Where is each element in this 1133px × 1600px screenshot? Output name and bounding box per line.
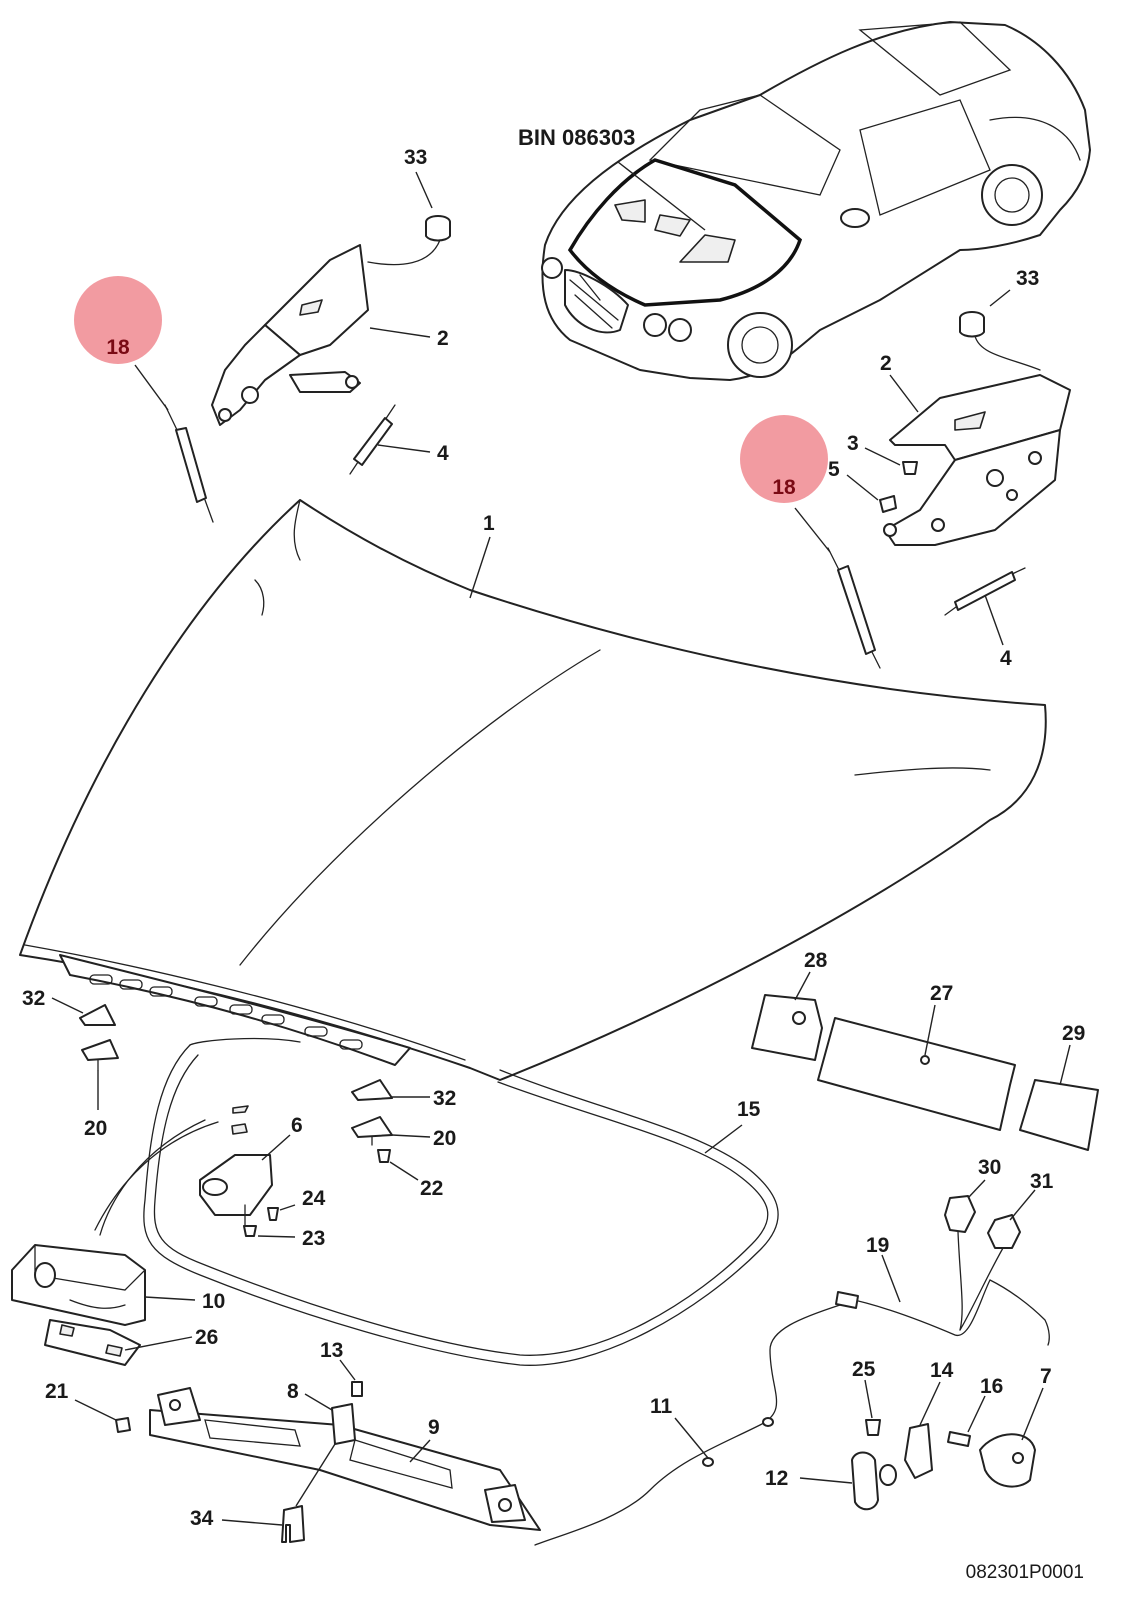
callout-15[interactable]: 15 — [737, 1098, 761, 1121]
bolt-5[interactable] — [846, 474, 897, 513]
bracket-32-right[interactable] — [351, 1079, 430, 1101]
callout-2-right[interactable]: 2 — [880, 352, 892, 375]
release-cable-11[interactable] — [534, 1304, 841, 1546]
handle-7[interactable] — [979, 1387, 1044, 1488]
callout-16[interactable]: 16 — [980, 1375, 1003, 1398]
bolt-16[interactable] — [947, 1395, 986, 1447]
callout-18-left[interactable]: 18 — [106, 336, 130, 359]
screw-23[interactable] — [243, 1225, 296, 1238]
callout-10[interactable]: 10 — [202, 1290, 225, 1313]
handle-12[interactable] — [799, 1451, 897, 1511]
gas-strut-18-left[interactable] — [134, 364, 214, 523]
hood-seal[interactable] — [143, 1037, 779, 1366]
hinge-left[interactable] — [211, 244, 431, 426]
callout-12[interactable]: 12 — [765, 1467, 788, 1490]
bumper-stop-left[interactable] — [367, 171, 451, 266]
callout-32-right[interactable]: 32 — [433, 1087, 456, 1110]
callout-1[interactable]: 1 — [483, 512, 495, 535]
callout-7[interactable]: 7 — [1040, 1365, 1052, 1388]
screw-22[interactable] — [377, 1149, 419, 1181]
gas-strut-left[interactable] — [349, 404, 431, 475]
latch-cover[interactable] — [11, 1244, 196, 1326]
screw-24[interactable] — [267, 1204, 296, 1221]
callout-29[interactable]: 29 — [1062, 1022, 1085, 1045]
callout-33-right[interactable]: 33 — [1016, 267, 1039, 290]
lock-carrier-9[interactable] — [149, 1387, 541, 1531]
gas-strut-right[interactable] — [944, 567, 1026, 646]
bracket-20-left[interactable] — [81, 1039, 119, 1110]
insulation-pad-27[interactable] — [817, 1004, 1016, 1131]
callout-6[interactable]: 6 — [291, 1114, 303, 1137]
callout-24[interactable]: 24 — [302, 1187, 326, 1210]
callout-9[interactable]: 9 — [428, 1416, 440, 1439]
callout-4-left[interactable]: 4 — [437, 442, 449, 465]
highlight-18-left[interactable] — [74, 276, 162, 364]
hood-panel[interactable] — [19, 499, 1047, 1081]
callout-5[interactable]: 5 — [828, 458, 840, 481]
screw-21[interactable] — [74, 1399, 131, 1433]
callout-2-left[interactable]: 2 — [437, 327, 449, 350]
callout-18-right[interactable]: 18 — [772, 476, 796, 499]
insulation-pad-28[interactable] — [751, 971, 823, 1061]
callout-34[interactable]: 34 — [190, 1507, 214, 1530]
callout-33-left[interactable]: 33 — [404, 146, 427, 169]
highlight-18-right[interactable] — [740, 415, 828, 503]
callout-31[interactable]: 31 — [1030, 1170, 1054, 1193]
callout-21[interactable]: 21 — [45, 1380, 69, 1403]
callout-3[interactable]: 3 — [847, 432, 859, 455]
callout-13[interactable]: 13 — [320, 1339, 343, 1362]
bracket-20-right[interactable] — [351, 1116, 431, 1146]
release-cable-19[interactable] — [835, 1254, 1050, 1346]
callout-27[interactable]: 27 — [930, 982, 953, 1005]
callout-30[interactable]: 30 — [978, 1156, 1001, 1179]
bracket-8[interactable] — [304, 1393, 356, 1445]
callout-23[interactable]: 23 — [302, 1227, 325, 1250]
hood-latch[interactable] — [199, 1105, 291, 1226]
callout-25[interactable]: 25 — [852, 1358, 876, 1381]
hinge-right[interactable] — [883, 374, 1071, 546]
screw-13[interactable] — [339, 1359, 363, 1397]
callout-19[interactable]: 19 — [866, 1234, 889, 1257]
callout-22[interactable]: 22 — [420, 1177, 443, 1200]
car-illustration: BIN 086303 — [518, 21, 1091, 381]
callout-32-left[interactable]: 32 — [22, 987, 45, 1010]
callout-26[interactable]: 26 — [195, 1326, 218, 1349]
callout-20-right[interactable]: 20 — [433, 1127, 456, 1150]
callout-20-left[interactable]: 20 — [84, 1117, 107, 1140]
bumper-stop-right[interactable] — [959, 289, 1041, 371]
callout-14[interactable]: 14 — [930, 1359, 954, 1382]
label-plate-26[interactable] — [44, 1319, 193, 1366]
callout-4-right[interactable]: 4 — [1000, 647, 1012, 670]
screw-25[interactable] — [864, 1379, 881, 1436]
reference-code: 082301P0001 — [966, 1562, 1084, 1583]
callout-labels: 1 2 2 3 4 4 5 6 7 8 9 10 11 12 13 14 15 … — [22, 146, 1085, 1530]
grommet-30[interactable] — [944, 1179, 986, 1233]
callout-11[interactable]: 11 — [650, 1395, 673, 1418]
callout-8[interactable]: 8 — [287, 1380, 299, 1403]
callout-28[interactable]: 28 — [804, 949, 828, 972]
bracket-32-left[interactable] — [51, 997, 116, 1026]
bin-label: BIN 086303 — [518, 125, 635, 150]
insulation-pad-29[interactable] — [1019, 1044, 1099, 1151]
bolt-3[interactable] — [864, 447, 918, 475]
nut-31[interactable] — [987, 1189, 1036, 1249]
clip-34[interactable] — [221, 1443, 336, 1543]
microswitch-14[interactable] — [904, 1381, 941, 1479]
gas-strut-18-right[interactable] — [794, 507, 881, 669]
